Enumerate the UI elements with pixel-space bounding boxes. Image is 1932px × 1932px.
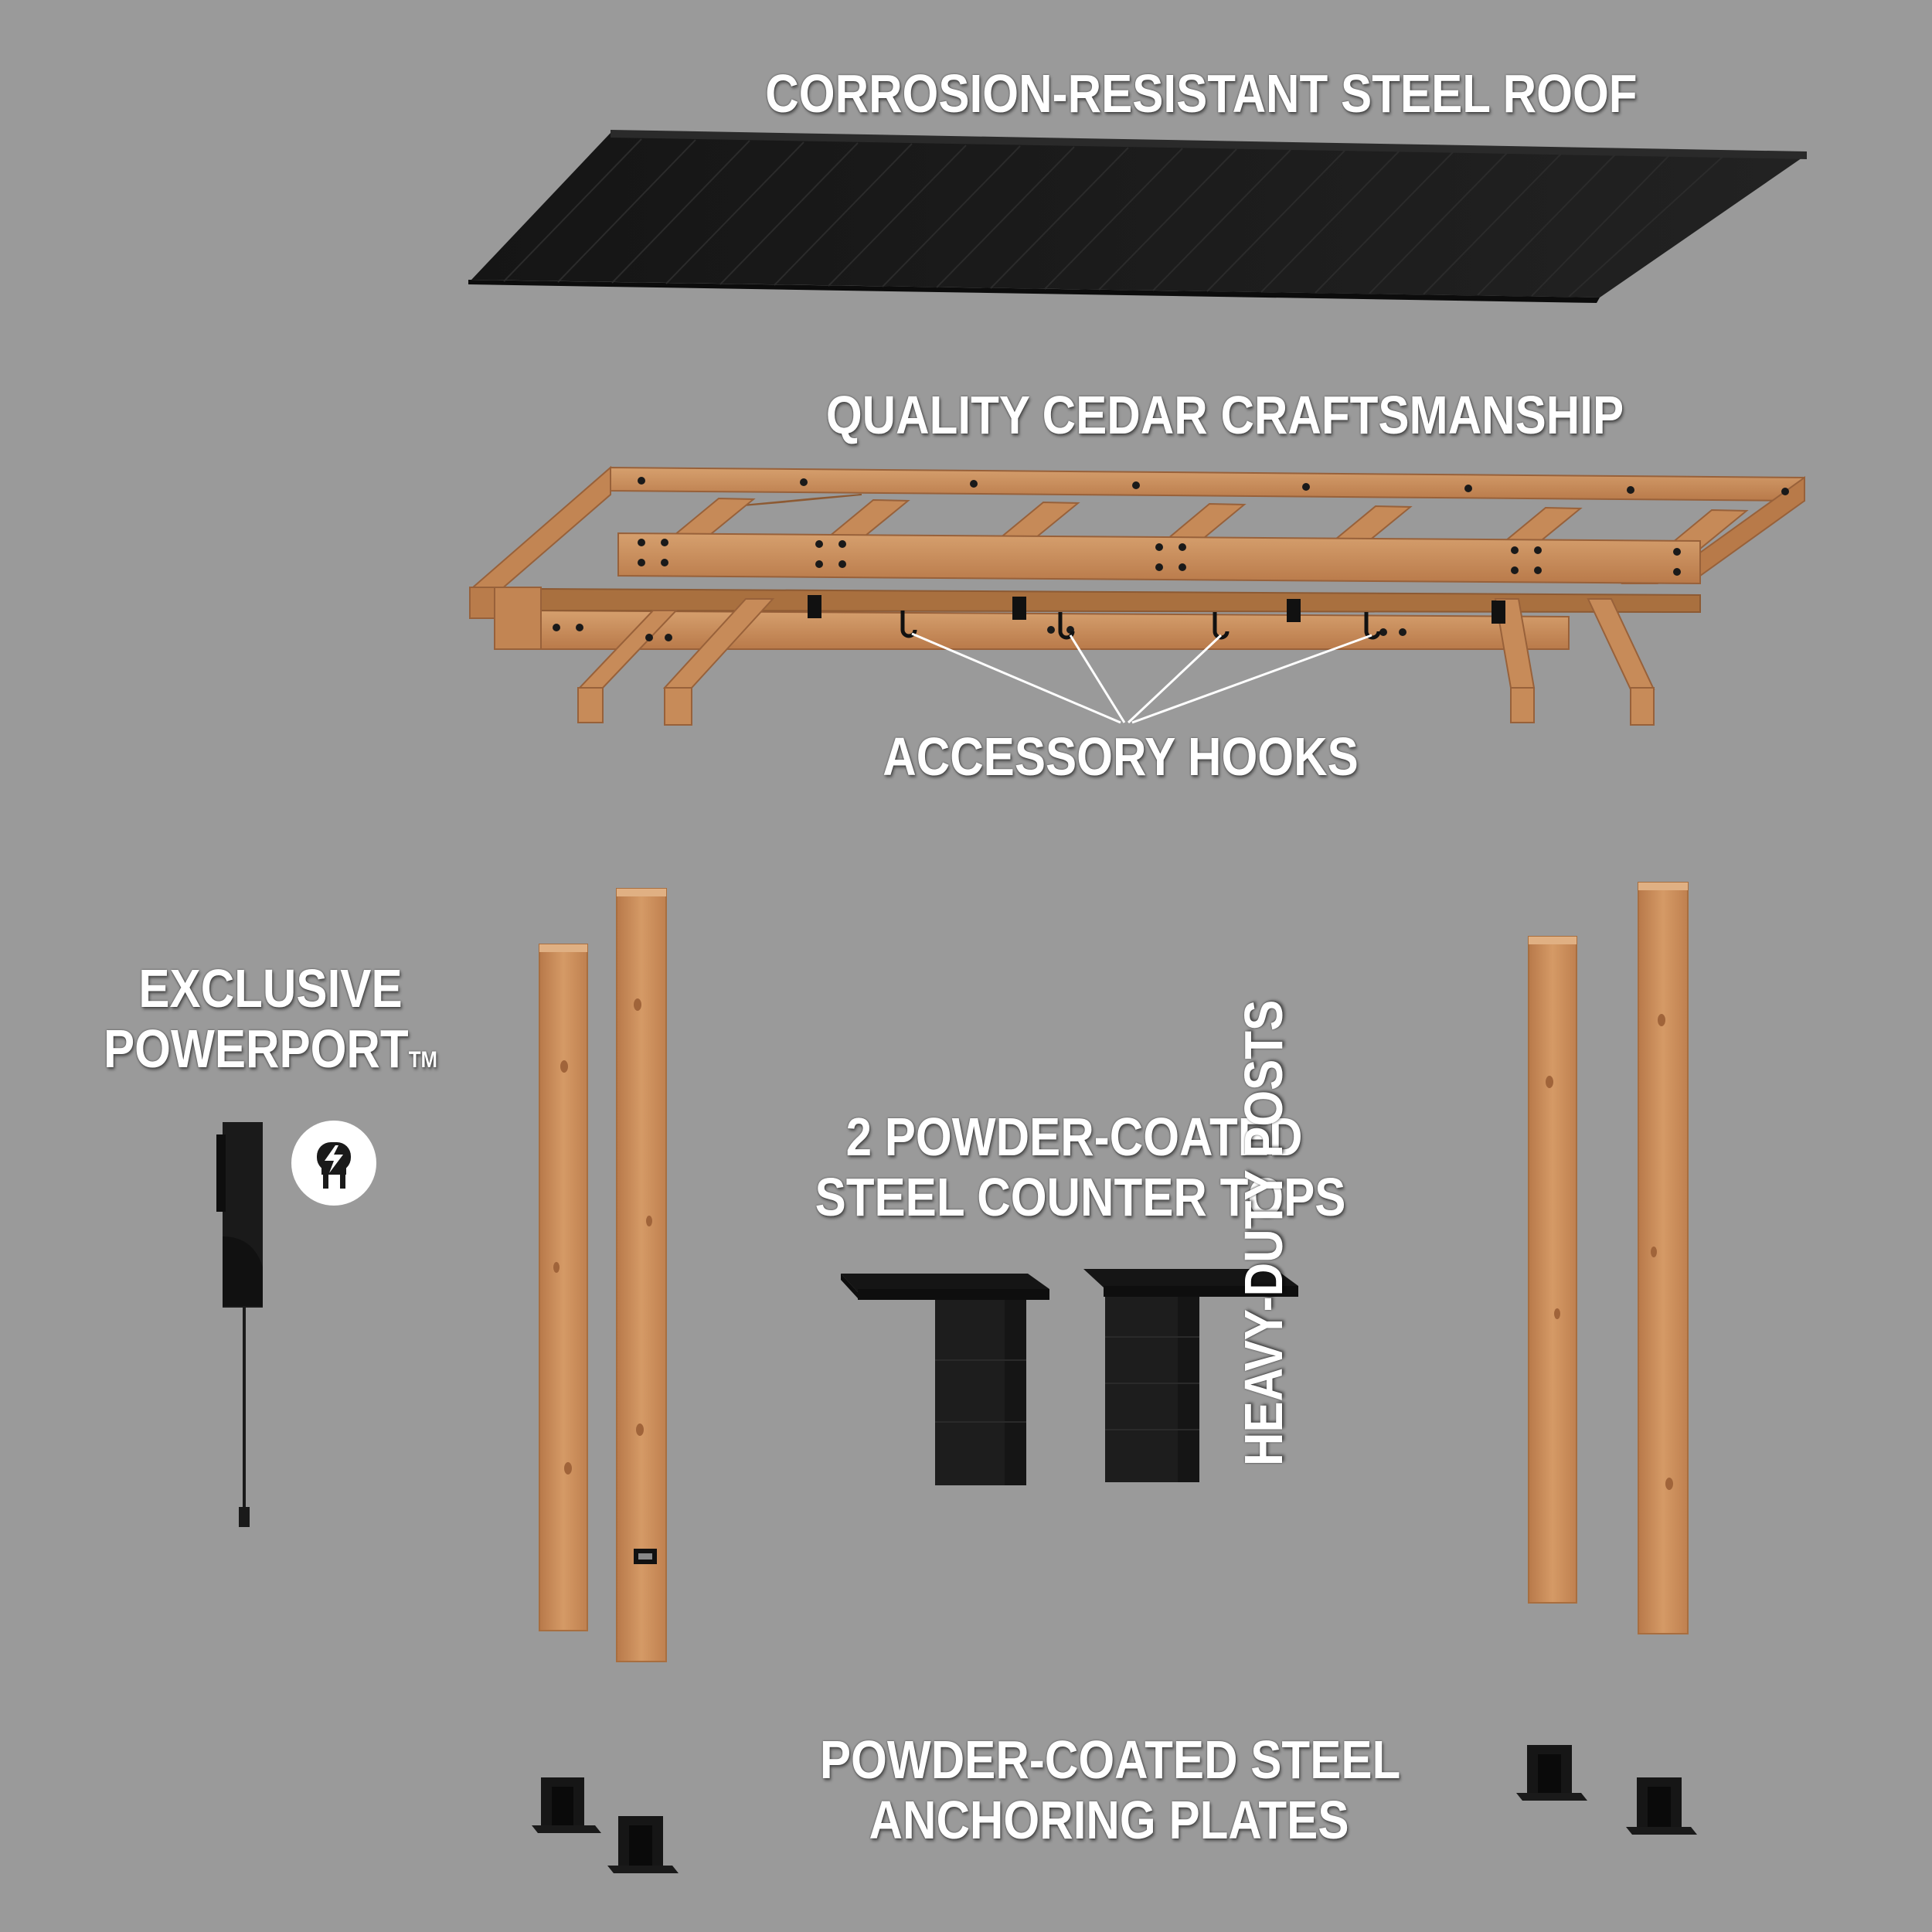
- counter-label: 2 POWDER-COATED STEEL COUNTER TOPS: [815, 1107, 1346, 1228]
- posts-label-text: HEAVY-DUTY POSTS: [1233, 999, 1294, 1466]
- plates-label: POWDER-COATED STEEL ANCHORING PLATES: [819, 1730, 1401, 1851]
- post-right-front: [1638, 882, 1689, 1634]
- plates-label-line1: POWDER-COATED STEEL: [819, 1730, 1401, 1790]
- powerport-label-name: POWERPORT: [104, 1019, 409, 1080]
- anchor-plate-2: [607, 1816, 679, 1873]
- powerport-label-line2: POWERPORTTM: [97, 1019, 443, 1079]
- anchor-plate-3: [1516, 1745, 1587, 1801]
- plug-lightning-icon: [291, 1121, 376, 1206]
- hooks-label: ACCESSORY HOOKS: [848, 726, 1393, 787]
- cedar-roof-frame: [469, 465, 1805, 726]
- anchor-plate-1: [532, 1777, 601, 1833]
- powerport-label-line1: EXCLUSIVE: [138, 958, 403, 1019]
- powerport-label: EXCLUSIVE POWERPORTTM: [97, 958, 443, 1080]
- hooks-callout-lines: [911, 632, 1372, 724]
- counter-label-line2: STEEL COUNTER TOPS: [815, 1167, 1346, 1228]
- anchor-plate-4: [1626, 1777, 1697, 1835]
- steel-roof: [468, 130, 1807, 303]
- cedar-label-text: QUALITY CEDAR CRAFTSMANSHIP: [825, 385, 1624, 445]
- powerport-device: [216, 1122, 263, 1527]
- roof-label-text: CORROSION-RESISTANT STEEL ROOF: [765, 63, 1638, 124]
- cedar-label: QUALITY CEDAR CRAFTSMANSHIP: [796, 385, 1653, 445]
- counter-top-right: [1083, 1269, 1298, 1482]
- roof-label: CORROSION-RESISTANT STEEL ROOF: [765, 63, 1638, 124]
- trademark-mark: TM: [408, 1047, 437, 1073]
- plates-label-line2: ANCHORING PLATES: [869, 1790, 1349, 1851]
- hooks-label-text: ACCESSORY HOOKS: [883, 726, 1359, 787]
- posts-label: HEAVY-DUTY POSTS: [1233, 999, 1294, 1466]
- counter-top-left: [841, 1274, 1049, 1485]
- post-right-back: [1528, 936, 1577, 1604]
- post-left-front: [616, 888, 667, 1662]
- counter-label-line1: 2 POWDER-COATED: [845, 1107, 1303, 1167]
- post-left-back: [539, 944, 588, 1631]
